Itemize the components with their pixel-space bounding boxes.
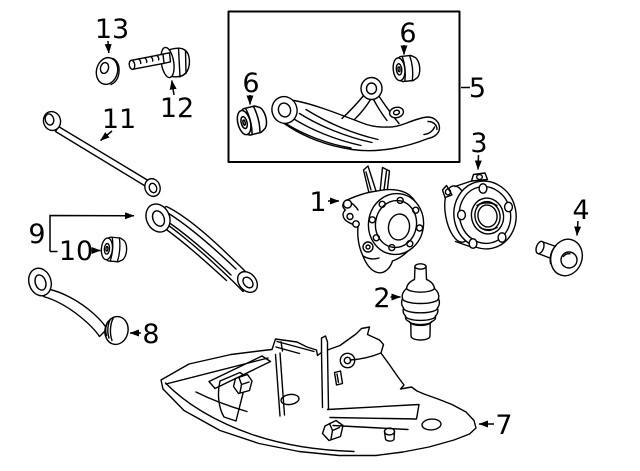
callout-8-label: 8 [142, 319, 159, 350]
callout-4[interactable]: 4 [572, 195, 590, 236]
part-9-trailing-arm [145, 203, 259, 294]
callout-12[interactable]: 12 [160, 80, 194, 125]
callout-13[interactable]: 13 [95, 14, 129, 54]
callout-6-front-label: 6 [242, 68, 259, 99]
callout-3-arrow [474, 154, 482, 170]
callout-1-label: 1 [309, 187, 326, 218]
part-12-bolt [128, 46, 191, 79]
part-5-upper-control-arm [271, 76, 441, 152]
part-11-lateral-rod [42, 110, 161, 198]
callout-3-label: 3 [470, 128, 487, 159]
part-6-bushing-front [233, 103, 270, 139]
callout-13-label: 13 [95, 14, 129, 45]
callout-10-label: 10 [59, 236, 93, 267]
callout-7[interactable]: 7 [478, 410, 513, 441]
callout-6-front[interactable]: 6 [242, 68, 260, 105]
callouts-layer: 13 12 11 6 6 5 3 1 [28, 14, 589, 441]
part-13-washer [95, 56, 120, 86]
callout-11-arrow [100, 130, 113, 142]
part-3-hub-bearing [441, 172, 517, 250]
callout-7-label: 7 [495, 410, 512, 441]
part-5-box-frame [227, 10, 461, 163]
part-2-ball-joint [400, 263, 441, 341]
callout-9-label: 9 [28, 219, 45, 250]
callout-12-label: 12 [160, 93, 194, 124]
part-8-lower-arm [27, 267, 129, 346]
callout-4-arrow [574, 220, 582, 236]
callout-9-bracket-arrow [49, 212, 135, 252]
part-10-bushing [99, 235, 129, 264]
callout-13-arrow [104, 40, 112, 54]
part-4-bolt [535, 238, 584, 277]
artwork-layer [27, 10, 584, 457]
callout-8[interactable]: 8 [129, 319, 160, 350]
callout-5-label: 5 [469, 73, 486, 104]
callout-10[interactable]: 10 [59, 236, 101, 267]
callout-2-label: 2 [373, 283, 390, 314]
part-6-bushing-rear [391, 53, 422, 84]
callout-4-label: 4 [572, 195, 589, 226]
callout-6-rear-label: 6 [399, 18, 416, 49]
callout-12-arrow [169, 80, 177, 96]
callout-6-rear[interactable]: 6 [399, 18, 417, 55]
callout-9[interactable]: 9 [28, 212, 135, 253]
part-1-knuckle [342, 165, 425, 274]
callout-11[interactable]: 11 [100, 104, 137, 142]
callout-2[interactable]: 2 [373, 283, 401, 314]
part-7-splash-shield [160, 326, 477, 457]
callout-1[interactable]: 1 [309, 187, 340, 218]
part-5-upper-control-arm-assembly [227, 10, 461, 163]
callout-3[interactable]: 3 [470, 128, 488, 170]
callout-11-label: 11 [102, 104, 136, 135]
callout-5[interactable]: 5 [461, 73, 486, 104]
